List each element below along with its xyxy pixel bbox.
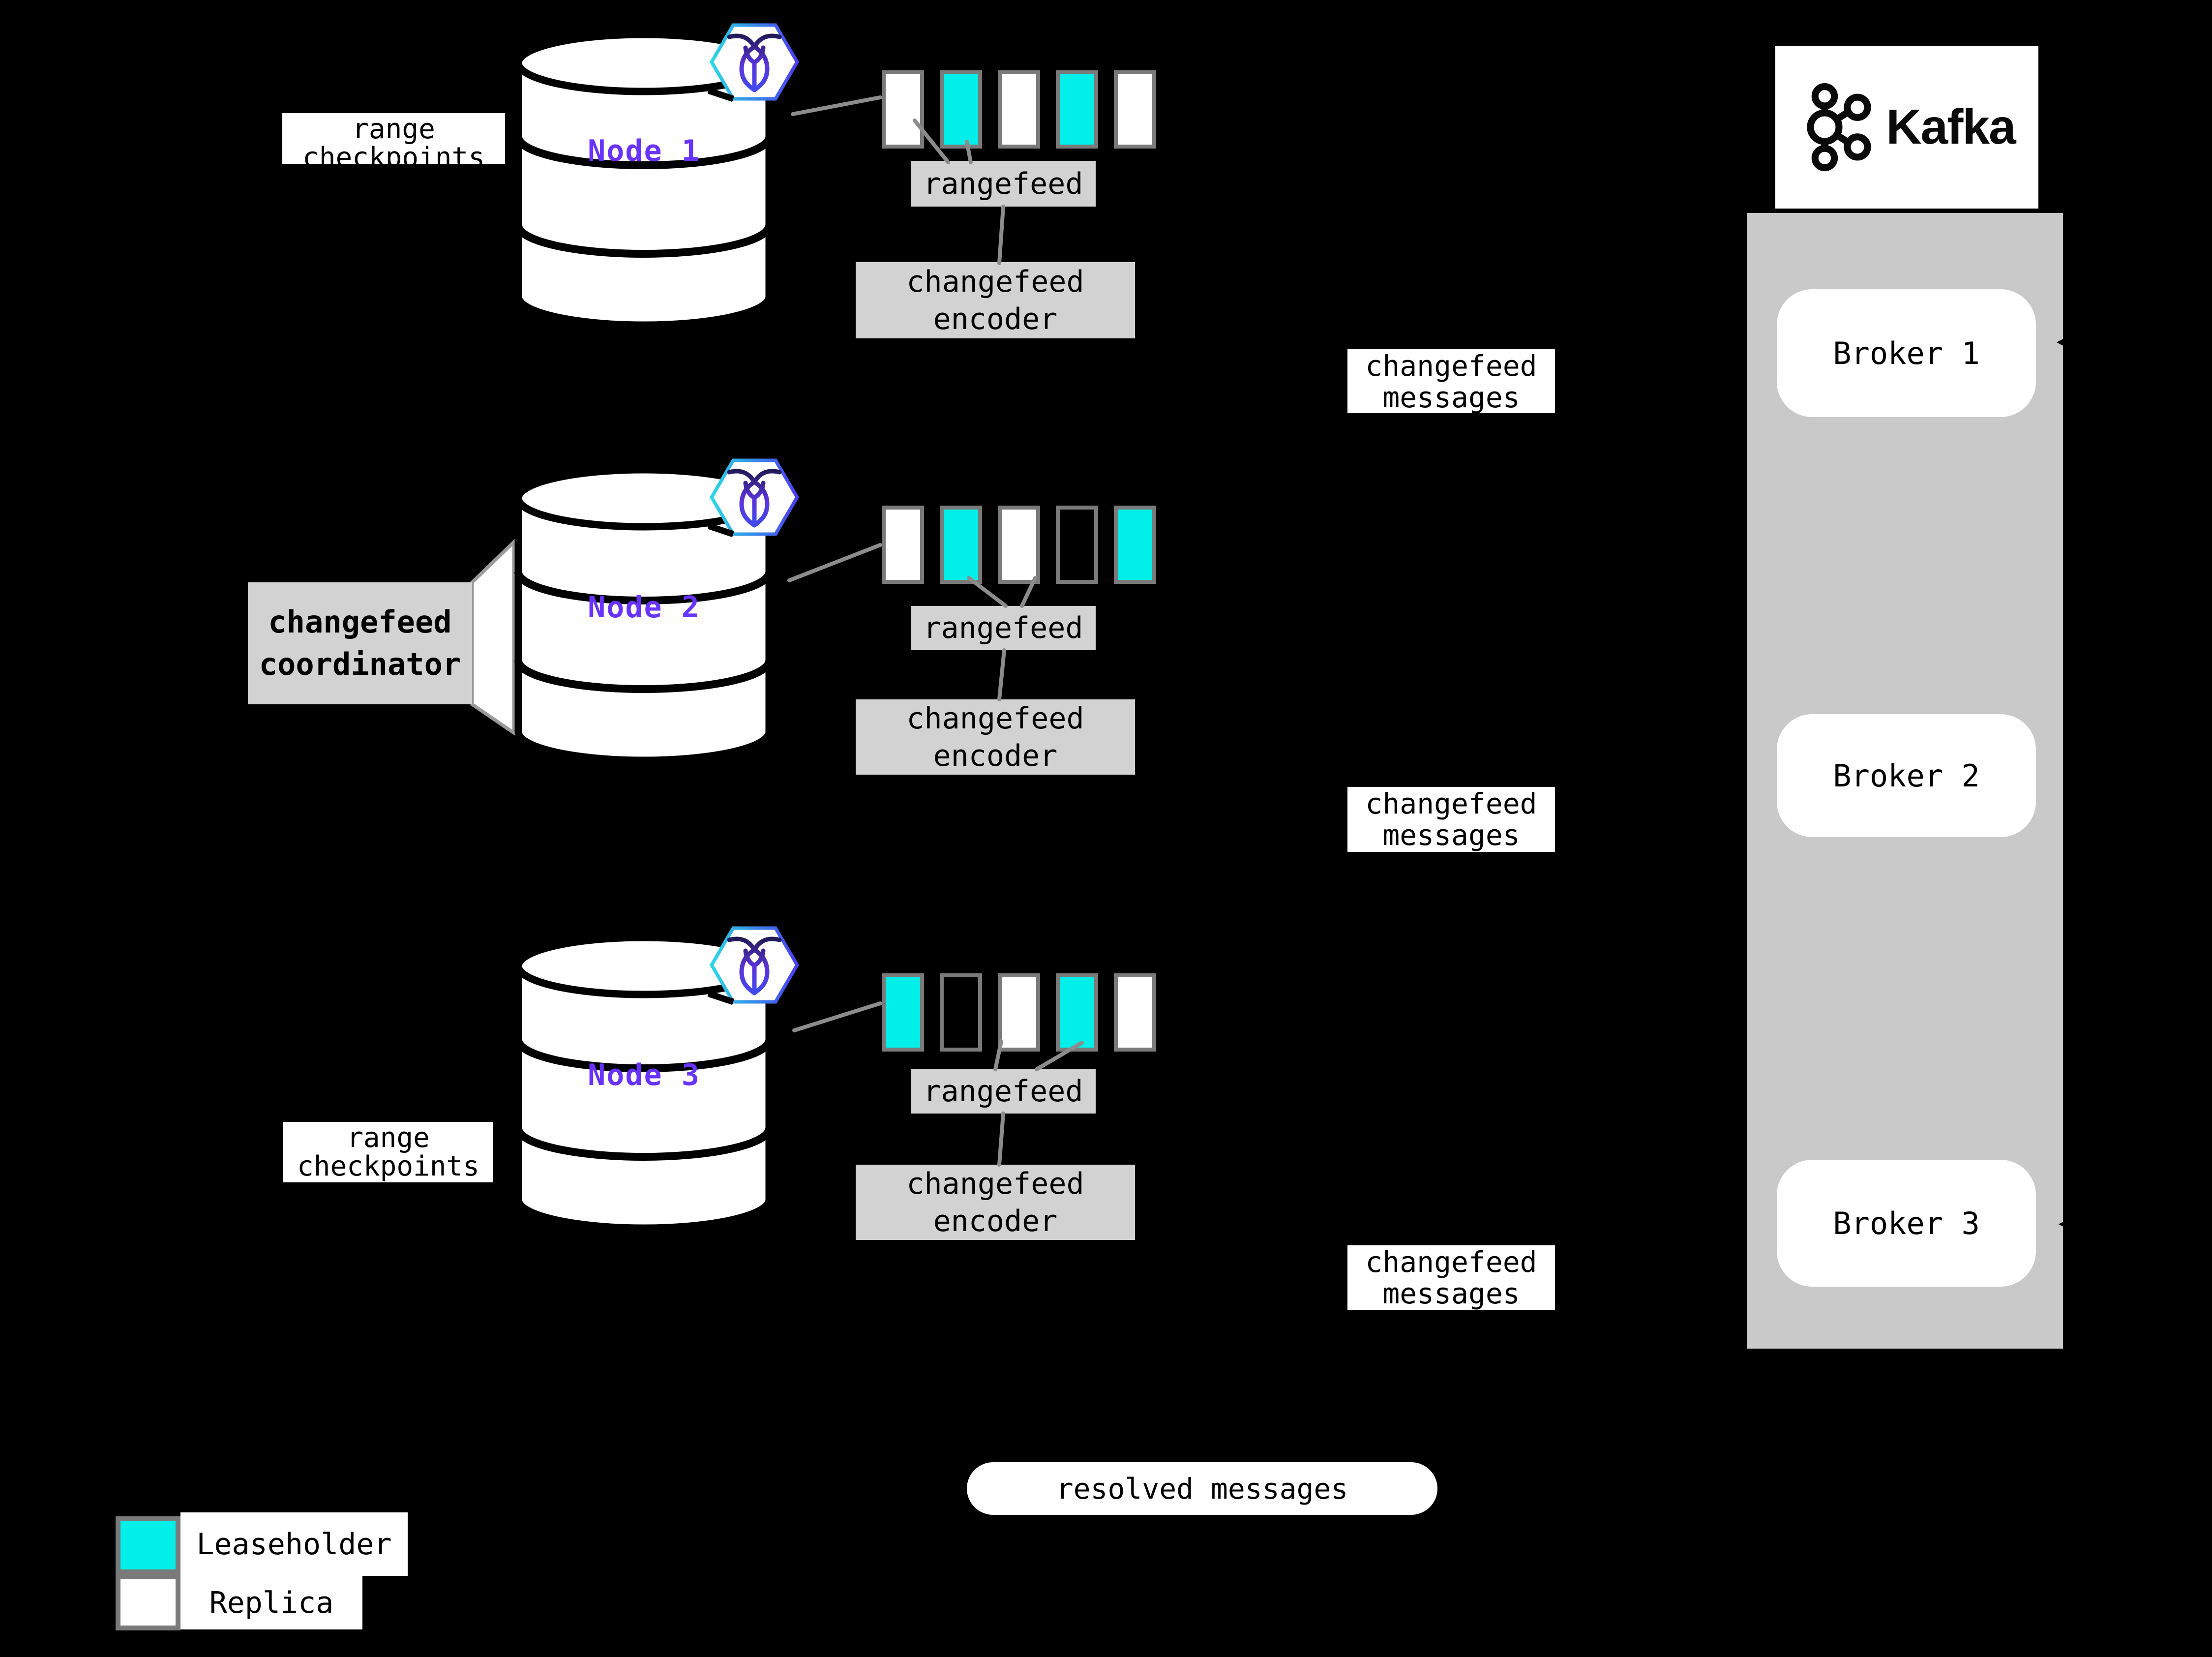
range-leaseholder [1114, 506, 1156, 584]
rangefeed-box: rangefeed [911, 1069, 1096, 1114]
range-outline [940, 973, 982, 1052]
broker-1: Broker 1 [1777, 289, 2036, 417]
range-leaseholder [940, 506, 982, 584]
changefeed-encoder-box: changefeed encoder [856, 1165, 1135, 1240]
coordinator-pointer-icon [470, 539, 516, 736]
legend-label-replica: Replica [180, 1576, 362, 1629]
node-3-ranges [882, 973, 1156, 1052]
range-leaseholder [1056, 70, 1098, 149]
changefeed-encoder-box: changefeed encoder [856, 699, 1135, 775]
range-replica [882, 70, 924, 149]
changefeed-messages-label: changefeed messages [1347, 1245, 1555, 1310]
cockroachdb-logo-icon [708, 458, 800, 538]
range-replica [998, 973, 1040, 1052]
range-checkpoints-label-top: range checkpoints [282, 113, 505, 164]
node-2-ranges [882, 506, 1156, 584]
resolved-messages-label: resolved messages [967, 1462, 1437, 1515]
range-leaseholder [882, 973, 924, 1052]
range-replica [1114, 973, 1156, 1052]
changefeed-coordinator-box: changefeed coordinator [248, 582, 472, 704]
arrow-fragment [708, 32, 735, 102]
broker-3: Broker 3 [1777, 1160, 2036, 1287]
rangefeed-box: rangefeed [911, 606, 1096, 650]
range-replica [998, 70, 1040, 149]
node-1-label: Node 1 [588, 134, 700, 168]
cockroachdb-logo-icon [708, 926, 800, 1005]
database-cylinder-icon [514, 934, 773, 1232]
kafka-wordmark: Kafka [1886, 99, 2016, 154]
legend-swatch-leaseholder [116, 1516, 180, 1574]
kafka-logo-icon [1807, 83, 1871, 171]
arrow-fragment [708, 522, 735, 538]
range-replica [1114, 70, 1156, 149]
arrow-fragment [708, 990, 735, 1005]
changefeed-messages-label: changefeed messages [1347, 787, 1555, 852]
range-leaseholder [1056, 973, 1098, 1052]
legend-label-leaseholder: Leaseholder [180, 1512, 408, 1576]
range-replica [882, 506, 924, 584]
rangefeed-box: rangefeed [911, 161, 1096, 207]
changefeed-encoder-box: changefeed encoder [856, 262, 1135, 338]
broker-2: Broker 2 [1777, 714, 2036, 837]
node-2-label: Node 2 [588, 590, 700, 625]
database-cylinder-icon [514, 30, 773, 329]
kafka-logo-box: Kafka [1775, 46, 2038, 209]
changefeed-messages-label: changefeed messages [1347, 349, 1555, 413]
range-checkpoints-label-bottom: range checkpoints [283, 1122, 493, 1182]
legend-swatch-replica [116, 1574, 180, 1630]
range-outline [1056, 506, 1098, 584]
cockroachdb-logo-icon [708, 23, 800, 102]
node-1-ranges [882, 70, 1156, 149]
database-cylinder-icon [514, 466, 773, 764]
node-3-label: Node 3 [588, 1058, 700, 1092]
range-replica [998, 506, 1040, 584]
range-leaseholder [940, 70, 982, 149]
